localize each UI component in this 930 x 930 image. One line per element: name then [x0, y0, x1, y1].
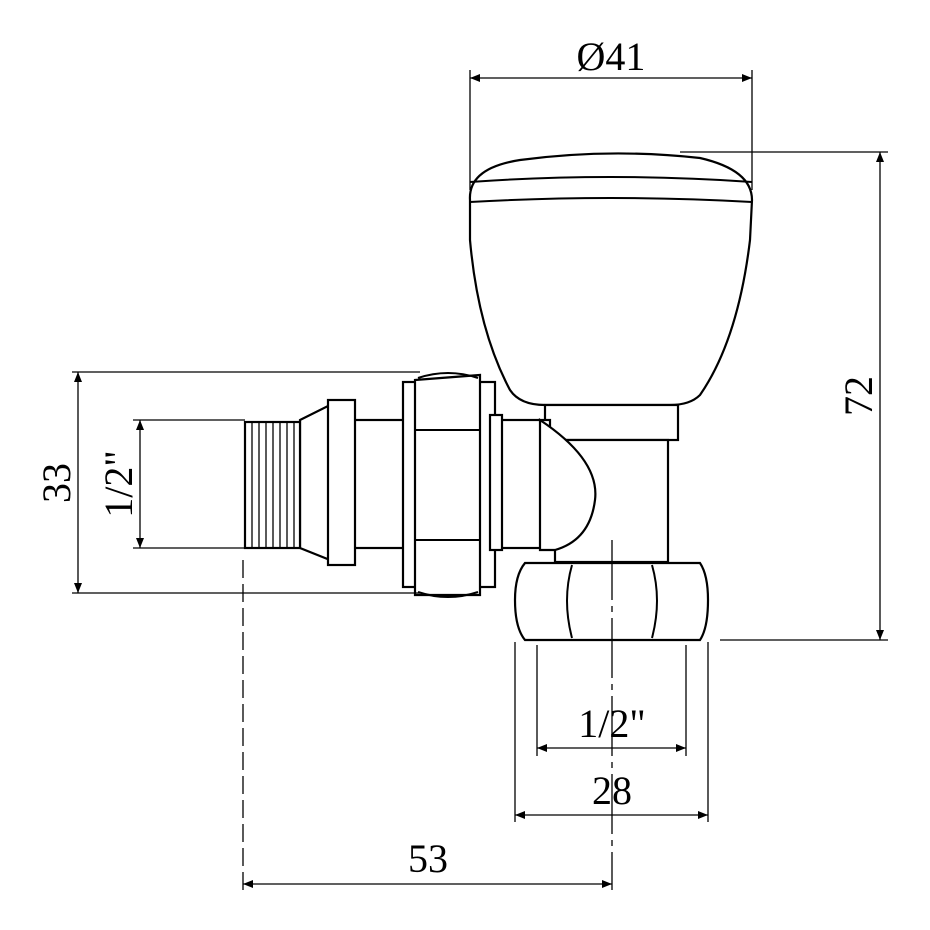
flange — [298, 398, 357, 567]
dimension-outlet-nut: 28 — [514, 642, 709, 822]
dim-label-inlet-thread: 1/2" — [96, 450, 141, 517]
dim-label-outlet-nut: 28 — [592, 768, 632, 813]
dim-label-inlet-height: 33 — [34, 463, 79, 503]
dimension-inlet-thread: 1/2" — [96, 419, 245, 549]
stem-collar — [543, 403, 680, 442]
dimension-knob-diameter: Ø41 — [469, 34, 753, 190]
dim-label-knob-diameter: Ø41 — [577, 34, 646, 79]
union-hex-nut — [401, 372, 504, 598]
thread — [243, 420, 302, 550]
dim-label-total-height: 72 — [836, 376, 881, 416]
dimension-offset-length: 53 — [243, 836, 612, 888]
dim-label-offset-length: 53 — [408, 836, 448, 881]
dimension-outlet-thread: 1/2" — [536, 645, 687, 756]
outlet-hex-nut — [513, 561, 710, 642]
dimension-total-height: 72 — [680, 151, 888, 641]
knob — [468, 152, 754, 407]
dim-label-outlet-thread: 1/2" — [578, 701, 645, 746]
dimension-inlet-height: 33 — [34, 371, 420, 594]
